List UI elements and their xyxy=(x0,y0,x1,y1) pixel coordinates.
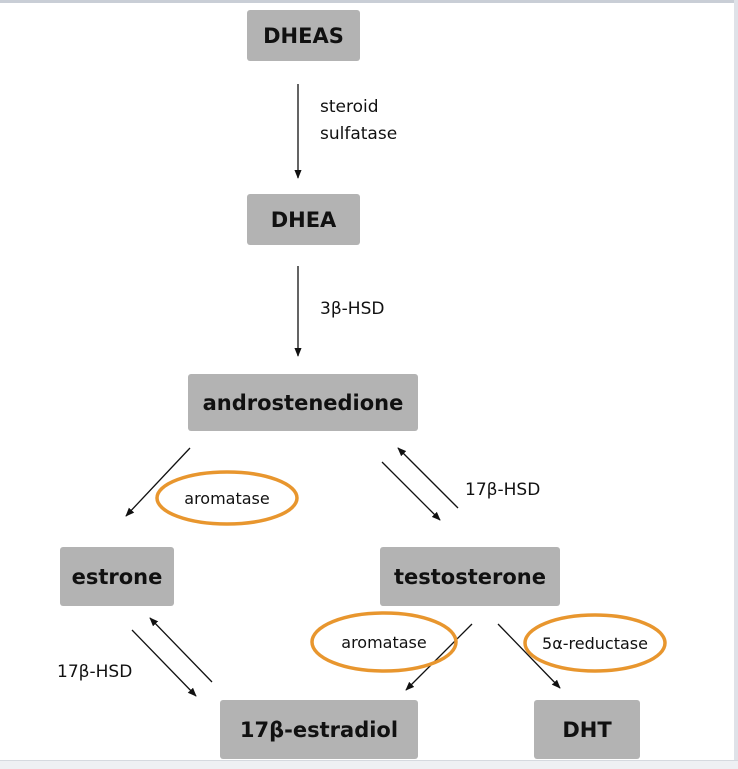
node-dheas: DHEAS xyxy=(247,10,360,61)
arrow-androstenedione-to-testosterone xyxy=(381,461,441,521)
label-aromatase-lower: aromatase xyxy=(341,632,427,652)
right-border xyxy=(734,0,738,768)
arrow-testosterone-to-estradiol xyxy=(405,623,473,691)
node-estrone: estrone xyxy=(60,547,174,606)
label-steroid-sulfatase-line2: sulfatase xyxy=(320,124,398,144)
label-17b-hsd-upper: 17β-HSD xyxy=(465,480,541,500)
node-dht: DHT xyxy=(534,700,640,759)
label-aromatase-upper: aromatase xyxy=(184,488,270,508)
reductase-highlight-ring xyxy=(523,613,667,673)
arrow-testosterone-to-dht xyxy=(497,623,561,689)
aromatase-lower-highlight-ring xyxy=(310,611,458,673)
label-steroid-sulfatase-line1: steroid xyxy=(320,97,379,117)
bottom-border xyxy=(0,760,738,769)
node-17b-estradiol: 17β-estradiol xyxy=(220,700,418,759)
label-17b-hsd-lower: 17β-HSD xyxy=(57,662,133,682)
node-androstenedione: androstenedione xyxy=(188,374,418,431)
node-dhea: DHEA xyxy=(247,194,360,245)
label-5a-reductase: 5α-reductase xyxy=(542,633,648,653)
aromatase-upper-highlight-ring xyxy=(155,470,299,526)
node-testosterone: testosterone xyxy=(380,547,560,606)
top-border xyxy=(0,0,738,3)
arrow-estrone-to-estradiol xyxy=(131,629,197,697)
arrow-testosterone-to-androstenedione xyxy=(397,447,459,509)
label-3b-hsd: 3β-HSD xyxy=(320,299,385,319)
arrow-androstenedione-to-estrone xyxy=(125,447,191,517)
arrow-estradiol-to-estrone xyxy=(149,617,213,683)
